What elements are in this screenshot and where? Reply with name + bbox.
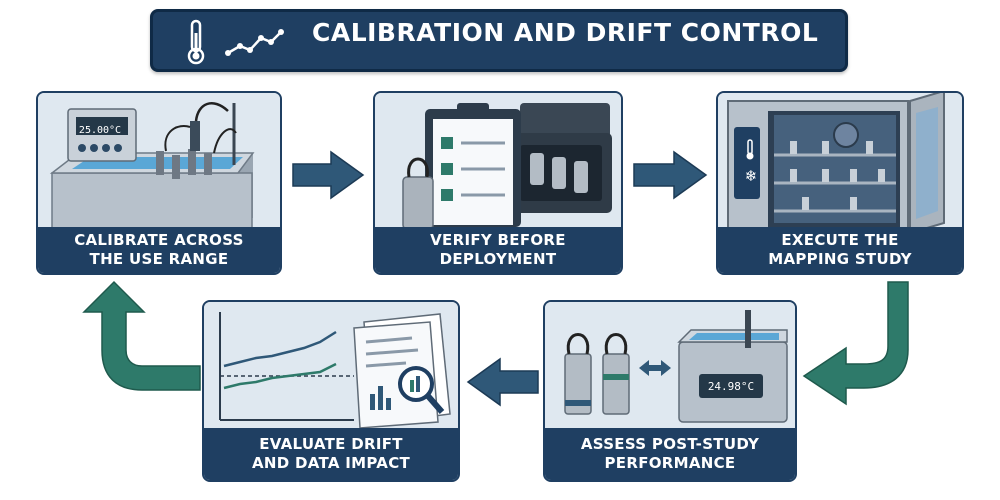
step-mapping-label: EXECUTE THE MAPPING STUDY — [718, 227, 962, 273]
snowflake-icon: ❄ — [744, 167, 758, 185]
flow-arrow-right-1 — [292, 150, 365, 200]
post-study-bath-illustration — [545, 302, 795, 434]
step-calibrate-label-text: CALIBRATE ACROSS THE USE RANGE — [74, 231, 244, 268]
trend-line-icon — [225, 29, 284, 56]
calibration-bath-illustration — [38, 93, 280, 233]
drift-chart-illustration — [204, 302, 458, 432]
step-evaluate-label-text: EVALUATE DRIFT AND DATA IMPACT — [251, 435, 411, 472]
step-assess-card: 24.98°C ASSESS POST-STUDY PERFORMANCE — [543, 300, 797, 482]
step-calibrate-card: 25.00°C CALIBRATE ACROSS THE USE RANGE — [36, 91, 282, 275]
title-banner — [150, 9, 848, 72]
page-title: CALIBRATION AND DRIFT CONTROL — [312, 18, 819, 47]
step-calibrate-label: CALIBRATE ACROSS THE USE RANGE — [38, 227, 280, 273]
step-assess-label-text: ASSESS POST-STUDY PERFORMANCE — [580, 435, 760, 472]
flow-arrow-left — [466, 357, 539, 407]
step-evaluate-label: EVALUATE DRIFT AND DATA IMPACT — [204, 428, 458, 480]
flow-arrow-right-2 — [633, 150, 708, 200]
step-mapping-card: ❄ EXECUTE THE MAPPING STUDY — [716, 91, 964, 275]
step-assess-label: ASSESS POST-STUDY PERFORMANCE — [545, 428, 795, 480]
step-evaluate-card: EVALUATE DRIFT AND DATA IMPACT — [202, 300, 460, 482]
post-study-display-readout: 24.98°C — [707, 379, 755, 393]
step-verify-card: VERIFY BEFORE DEPLOYMENT — [373, 91, 623, 275]
step-verify-label-text: VERIFY BEFORE DEPLOYMENT — [430, 231, 566, 268]
flow-arrow-loop-up — [82, 280, 201, 391]
flow-arrow-down-left — [802, 281, 909, 406]
thermometer-icon — [187, 19, 205, 65]
checklist-case-illustration — [375, 93, 621, 233]
thermometer-icon — [746, 139, 754, 160]
step-verify-label: VERIFY BEFORE DEPLOYMENT — [375, 227, 621, 273]
bath-display-readout: 25.00°C — [78, 124, 122, 136]
step-mapping-label-text: EXECUTE THE MAPPING STUDY — [768, 231, 912, 268]
stability-chamber-illustration — [718, 93, 962, 233]
